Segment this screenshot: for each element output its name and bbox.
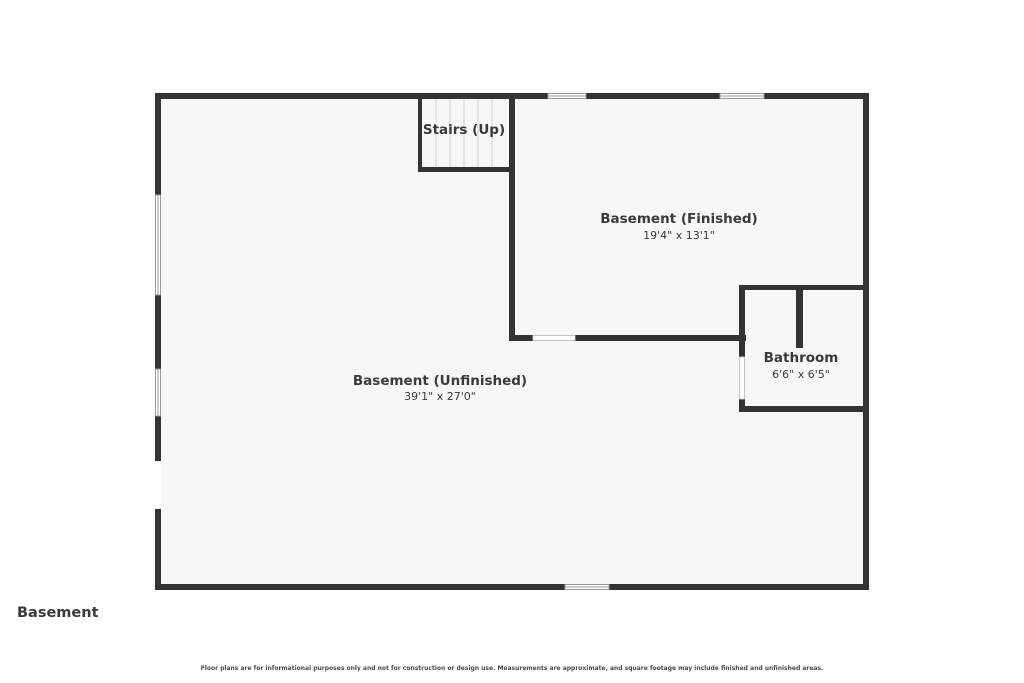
basement-finished-label: Basement (Finished) (600, 211, 757, 227)
basement-finished-dimensions: 19'4" x 13'1" (643, 229, 715, 242)
exterior-wall-right (863, 93, 869, 590)
bathroom-wall-left (739, 285, 745, 412)
walls (155, 93, 869, 590)
basement-unfinished-label: Basement (Unfinished) (353, 373, 527, 389)
exterior-wall-left (155, 93, 161, 590)
floor-label: Basement (17, 605, 99, 621)
exterior-wall-top (155, 93, 869, 99)
opening-left-wall (155, 461, 161, 509)
finished-room-wall-bottom (509, 335, 746, 341)
stair-treads (435, 99, 493, 167)
bathroom-partition (796, 288, 803, 348)
door-finished-room (532, 335, 576, 341)
bathroom-wall-bottom (739, 406, 866, 412)
disclaimer: Floor plans are for informational purpos… (200, 665, 824, 672)
openings (155, 335, 745, 509)
bathroom-label: Bathroom (764, 350, 839, 366)
stairs-wall-left (418, 97, 422, 171)
stairs-label: Stairs (Up) (423, 122, 505, 138)
windows (155, 93, 765, 590)
bathroom-wall-top (739, 285, 866, 290)
exterior-wall-bottom (155, 584, 869, 590)
basement-unfinished-dimensions: 39'1" x 27'0" (404, 390, 476, 403)
bathroom-dimensions: 6'6" x 6'5" (772, 368, 830, 381)
stairs-wall-bottom (418, 167, 514, 172)
door-bathroom (739, 356, 745, 400)
finished-room-wall-left (509, 97, 515, 341)
